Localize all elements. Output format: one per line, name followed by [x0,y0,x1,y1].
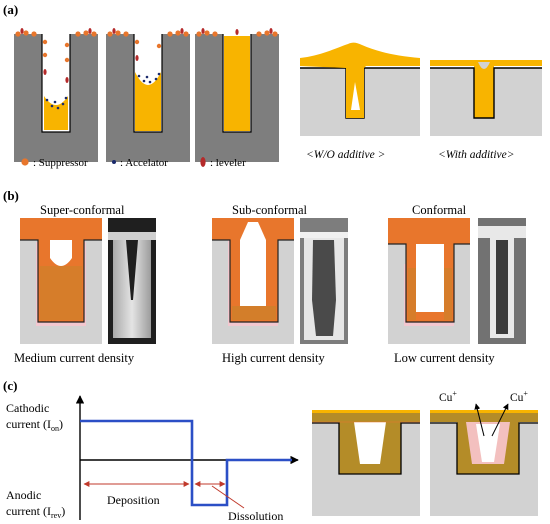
caption-no-additive: <W/O additive > [306,149,385,161]
schematic-conformal [388,218,470,344]
leveler-marks-a1 [20,28,92,83]
title-super-conformal: Super-conformal [40,203,125,217]
schematic-super-conformal [20,218,102,344]
anodic-current-label: current (Irev) [6,504,65,520]
sem-sub-conformal [300,218,348,344]
legend-leveler: : leveler [210,157,246,169]
caption-high-density: High current density [222,351,326,365]
deposition-label: Deposition [107,493,160,507]
title-conformal: Conformal [412,203,467,217]
pulse-waveform [80,419,292,507]
pulse-trench-deposition [312,410,420,516]
trench-a1 [14,28,98,162]
caption-with-additive: <With additive> [438,149,515,161]
schematic-sub-conformal [212,218,294,344]
accelerator-swatch [112,160,116,164]
no-additive-trench [300,42,420,136]
legend-accelerator: : Accelator [120,157,168,169]
legend-row: : Suppressor : Accelator : leveler [21,157,246,169]
dissolution-pointer [211,485,245,509]
cu-ion-arrow-right [491,403,509,437]
cu-ion-label-left: Cu+ [439,389,457,404]
cathodic-label: Cathodic [6,401,49,415]
sem-conformal [478,218,526,344]
title-sub-conformal: Sub-conformal [232,203,308,217]
suppressor-dots-a2 [107,30,189,49]
leveler-swatch [200,157,206,167]
panel-b-label: (b) [3,188,19,203]
caption-low-density: Low current density [394,351,495,365]
caption-medium-density: Medium current density [14,351,135,365]
accelerator-dots-a2 [137,72,161,84]
suppressor-dots-a3 [196,30,278,37]
suppressor-dots-a1 [15,30,97,63]
panel-c-label: (c) [3,378,17,393]
leveler-marks-a3 [201,28,273,35]
panel-a-label: (a) [3,2,18,17]
pulse-trench-dissolution [430,403,538,516]
with-additive-trench [430,60,542,136]
leveler-marks-a2 [112,28,184,61]
trench-a2 [106,28,190,162]
void [351,82,360,110]
trench-a3 [195,28,279,162]
cathodic-current-label: current (Ion) [6,417,63,433]
cu-ion-label-right: Cu+ [510,389,528,404]
legend-suppressor: : Suppressor [33,157,88,169]
anodic-label: Anodic [6,488,41,502]
accelerator-dots-a1 [45,96,68,110]
cu-ion-arrow-left [474,403,485,437]
suppressor-swatch [21,158,29,166]
dissolution-label: Dissolution [228,509,283,523]
sem-super-conformal [108,218,156,344]
